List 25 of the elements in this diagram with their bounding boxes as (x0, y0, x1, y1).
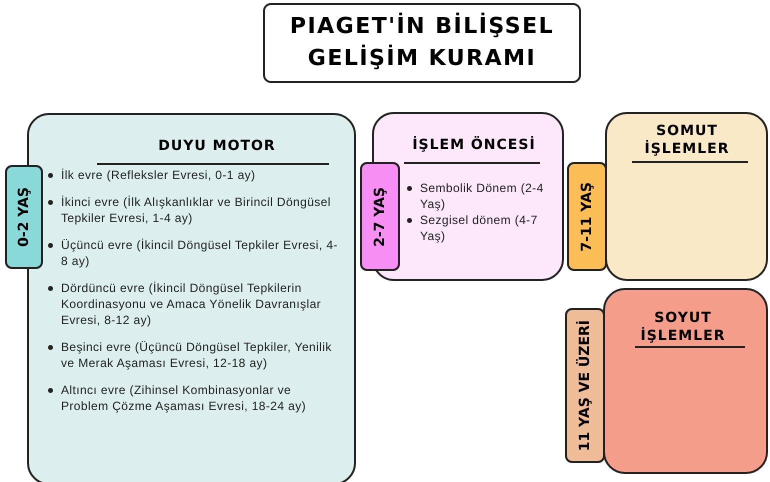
age-tab (5, 165, 43, 269)
list-item: Altıncı evre (Zihinsel Kombinasyonlar ve Problem Çözme Aşaması Evresi, 18-24 ay) (61, 382, 308, 414)
stage-heading: İŞLEM ÖNCESİ (411, 136, 537, 154)
age-label: 11 YAŞ VE ÜZERİ (577, 320, 593, 452)
age-label: 2-7 YAŞ (372, 186, 388, 246)
list-item: İkinci evre (İlk Alışkanlıklar ve Birincil Döngüsel Tepkiler Evresi, 1-4 ay) (61, 194, 332, 226)
list-item: Beşinci evre (Üçüncü Döngüsel Tepkiler, Yenilik ve Merak Aşaması Evresi, 12-18 ay) (61, 339, 333, 371)
title-box (263, 3, 581, 83)
stage-card (605, 112, 768, 281)
stage-heading: SOMUT İŞLEMLER (644, 122, 730, 158)
title: PIAGET'İN BİLİŞSEL GELİŞİM KURAMI (288, 12, 556, 73)
stage-card (603, 288, 768, 474)
list-item: Dördüncü evre (İkincil Döngüsel Tepkilerin Koordinasyonu ve Amaca Yönelik Davranışlar Evresi, 8-12 ay) (61, 280, 322, 328)
age-tab (565, 308, 605, 463)
age-tab (567, 162, 607, 271)
list-item: Üçüncü evre (İkincil Döngüsel Tepkiler Evresi, 4-8 ay) (61, 237, 339, 269)
stage-card (372, 112, 564, 281)
age-label: 0-2 YAŞ (16, 187, 32, 247)
list-item: İlk evre (Refleksler Evresi, 0-1 ay) (61, 167, 256, 183)
age-label: 7-11 YAŞ (579, 182, 595, 252)
stage-heading: DUYU MOTOR (157, 137, 277, 155)
age-tab (360, 162, 400, 271)
stage-heading: SOYUT İŞLEMLER (640, 309, 726, 345)
list-item: Sezgisel dönem (4-7 Yaş) (420, 212, 539, 244)
list-item: Sembolik Dönem (2-4 Yaş) (420, 180, 545, 212)
